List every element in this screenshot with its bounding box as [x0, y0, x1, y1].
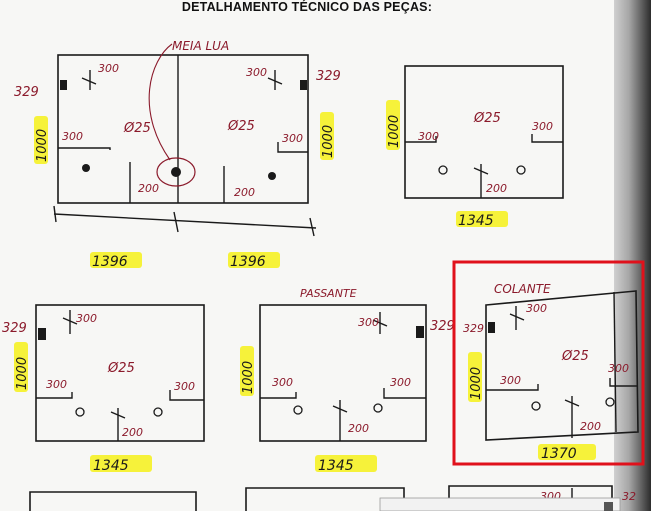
piece-1-diameter-right: Ø25: [227, 119, 255, 134]
piece-1-dim-300-b: 300: [62, 130, 83, 143]
piece-1-dim-300-a: 300: [98, 62, 119, 75]
piece-1-width-right: 1396: [230, 254, 266, 270]
piece-1-hole-left: [82, 164, 90, 172]
piece-3-height: 1000: [15, 357, 30, 390]
piece-3-width: 1345: [93, 458, 129, 474]
piece-2-dim-200: 200: [486, 182, 507, 195]
piece-1-height-left: 1000: [35, 129, 50, 162]
piece-5-height-highlight: [468, 352, 482, 402]
piece-3-dim-200: 200: [122, 426, 143, 439]
piece-2-outline: [404, 65, 564, 199]
piece-4-height: 1000: [241, 361, 256, 394]
piece-6-outline: [29, 491, 197, 511]
piece-5-label: COLANTE: [494, 282, 551, 296]
piece-3-dim-300-b: 300: [46, 378, 67, 391]
piece-5-outline: [485, 290, 639, 441]
piece-2: 1000 300 300 200 Ø25 1345: [386, 65, 564, 229]
piece-4-corner: 329: [430, 319, 455, 334]
piece-1-hole-right: [268, 172, 276, 180]
piece-5-dim-300-a: 300: [526, 302, 547, 315]
piece-1-callout-line: [148, 43, 173, 161]
piece-2-width: 1345: [458, 213, 494, 229]
piece-5-width-highlight: [538, 444, 596, 460]
piece-1-height-left-highlight: [34, 116, 48, 164]
piece-1-width-left-highlight: [90, 252, 142, 268]
piece-3-outline: [35, 304, 205, 442]
piece-8-corner: 32: [622, 490, 636, 503]
piece-1-hole-center: [171, 167, 181, 177]
overlay-corner-mark: [604, 502, 613, 511]
piece-1: MEIA LUA 329 329 1000 1000 300 300 300 3…: [14, 39, 341, 270]
piece-3-diameter: Ø25: [107, 361, 135, 376]
bottom-row-pieces: 300 32: [29, 485, 636, 511]
piece-4-width-highlight: [315, 455, 377, 472]
piece-2-height: 1000: [387, 115, 402, 148]
scroll-edge: [614, 0, 651, 511]
piece-1-outline: [57, 54, 309, 204]
piece-1-height-right: 1000: [321, 125, 336, 158]
piece-1-dim-200-a: 200: [138, 182, 159, 195]
piece-1-dim-300-c: 300: [246, 66, 267, 79]
piece-4-height-highlight: [240, 346, 254, 396]
piece-3-corner: 329: [2, 321, 27, 336]
page-title: DETALHAMENTO TÉCNICO DAS PEÇAS:: [181, 0, 433, 14]
piece-1-width-right-highlight: [228, 252, 280, 268]
piece-5: COLANTE 329 1000 300 300 300 200 Ø25 137…: [452, 260, 645, 466]
piece-3-width-highlight: [90, 455, 152, 472]
piece-3-dim-300-c: 300: [174, 380, 195, 393]
piece-5-width: 1370: [541, 446, 577, 462]
piece-4-outline: [259, 304, 427, 442]
piece-5-diameter: Ø25: [561, 349, 589, 364]
overlay-panel-edge: [379, 497, 621, 511]
piece-1-corner-mark-right: [300, 80, 307, 90]
piece-1-corner-left: 329: [14, 85, 39, 100]
piece-2-width-highlight: [456, 211, 508, 227]
piece-4-label: PASSANTE: [300, 287, 357, 300]
selection-box[interactable]: [452, 260, 645, 466]
piece-1-hole-highlight: [156, 157, 196, 187]
piece-4-dim-300-b: 300: [272, 376, 293, 389]
piece-5-dim-300-b: 300: [500, 374, 521, 387]
piece-3-dim-300-a: 300: [76, 312, 97, 325]
piece-4: PASSANTE 329 1000 300 300 300 200 1345: [240, 287, 455, 474]
piece-4-dim-300-c: 300: [390, 376, 411, 389]
piece-4-dim-200: 200: [348, 422, 369, 435]
piece-5-height: 1000: [469, 367, 484, 400]
piece-1-width-left: 1396: [92, 254, 128, 270]
piece-2-diameter: Ø25: [473, 111, 501, 126]
piece-1-height-right-highlight: [320, 112, 334, 160]
piece-1-corner-mark-left: [60, 80, 67, 90]
piece-3-height-highlight: [14, 342, 28, 392]
piece-5-dim-200: 200: [580, 420, 601, 433]
piece-1-dim-300-d: 300: [282, 132, 303, 145]
piece-5-dim-300-c: 300: [608, 362, 629, 375]
piece-4-dim-300-a: 300: [358, 316, 379, 329]
piece-5-corner: 329: [463, 322, 484, 335]
piece-4-width: 1345: [318, 458, 354, 474]
piece-2-height-highlight: [386, 100, 400, 150]
piece-1-corner-right: 329: [316, 69, 341, 84]
piece-2-dim-300-b: 300: [532, 120, 553, 133]
piece-1-diameter-left: Ø25: [123, 121, 151, 136]
piece-1-note: MEIA LUA: [172, 39, 229, 53]
piece-1-dim-200-b: 200: [234, 186, 255, 199]
piece-3: 329 1000 300 300 300 200 Ø25 1345: [2, 304, 205, 474]
piece-2-dim-300-a: 300: [418, 130, 439, 143]
